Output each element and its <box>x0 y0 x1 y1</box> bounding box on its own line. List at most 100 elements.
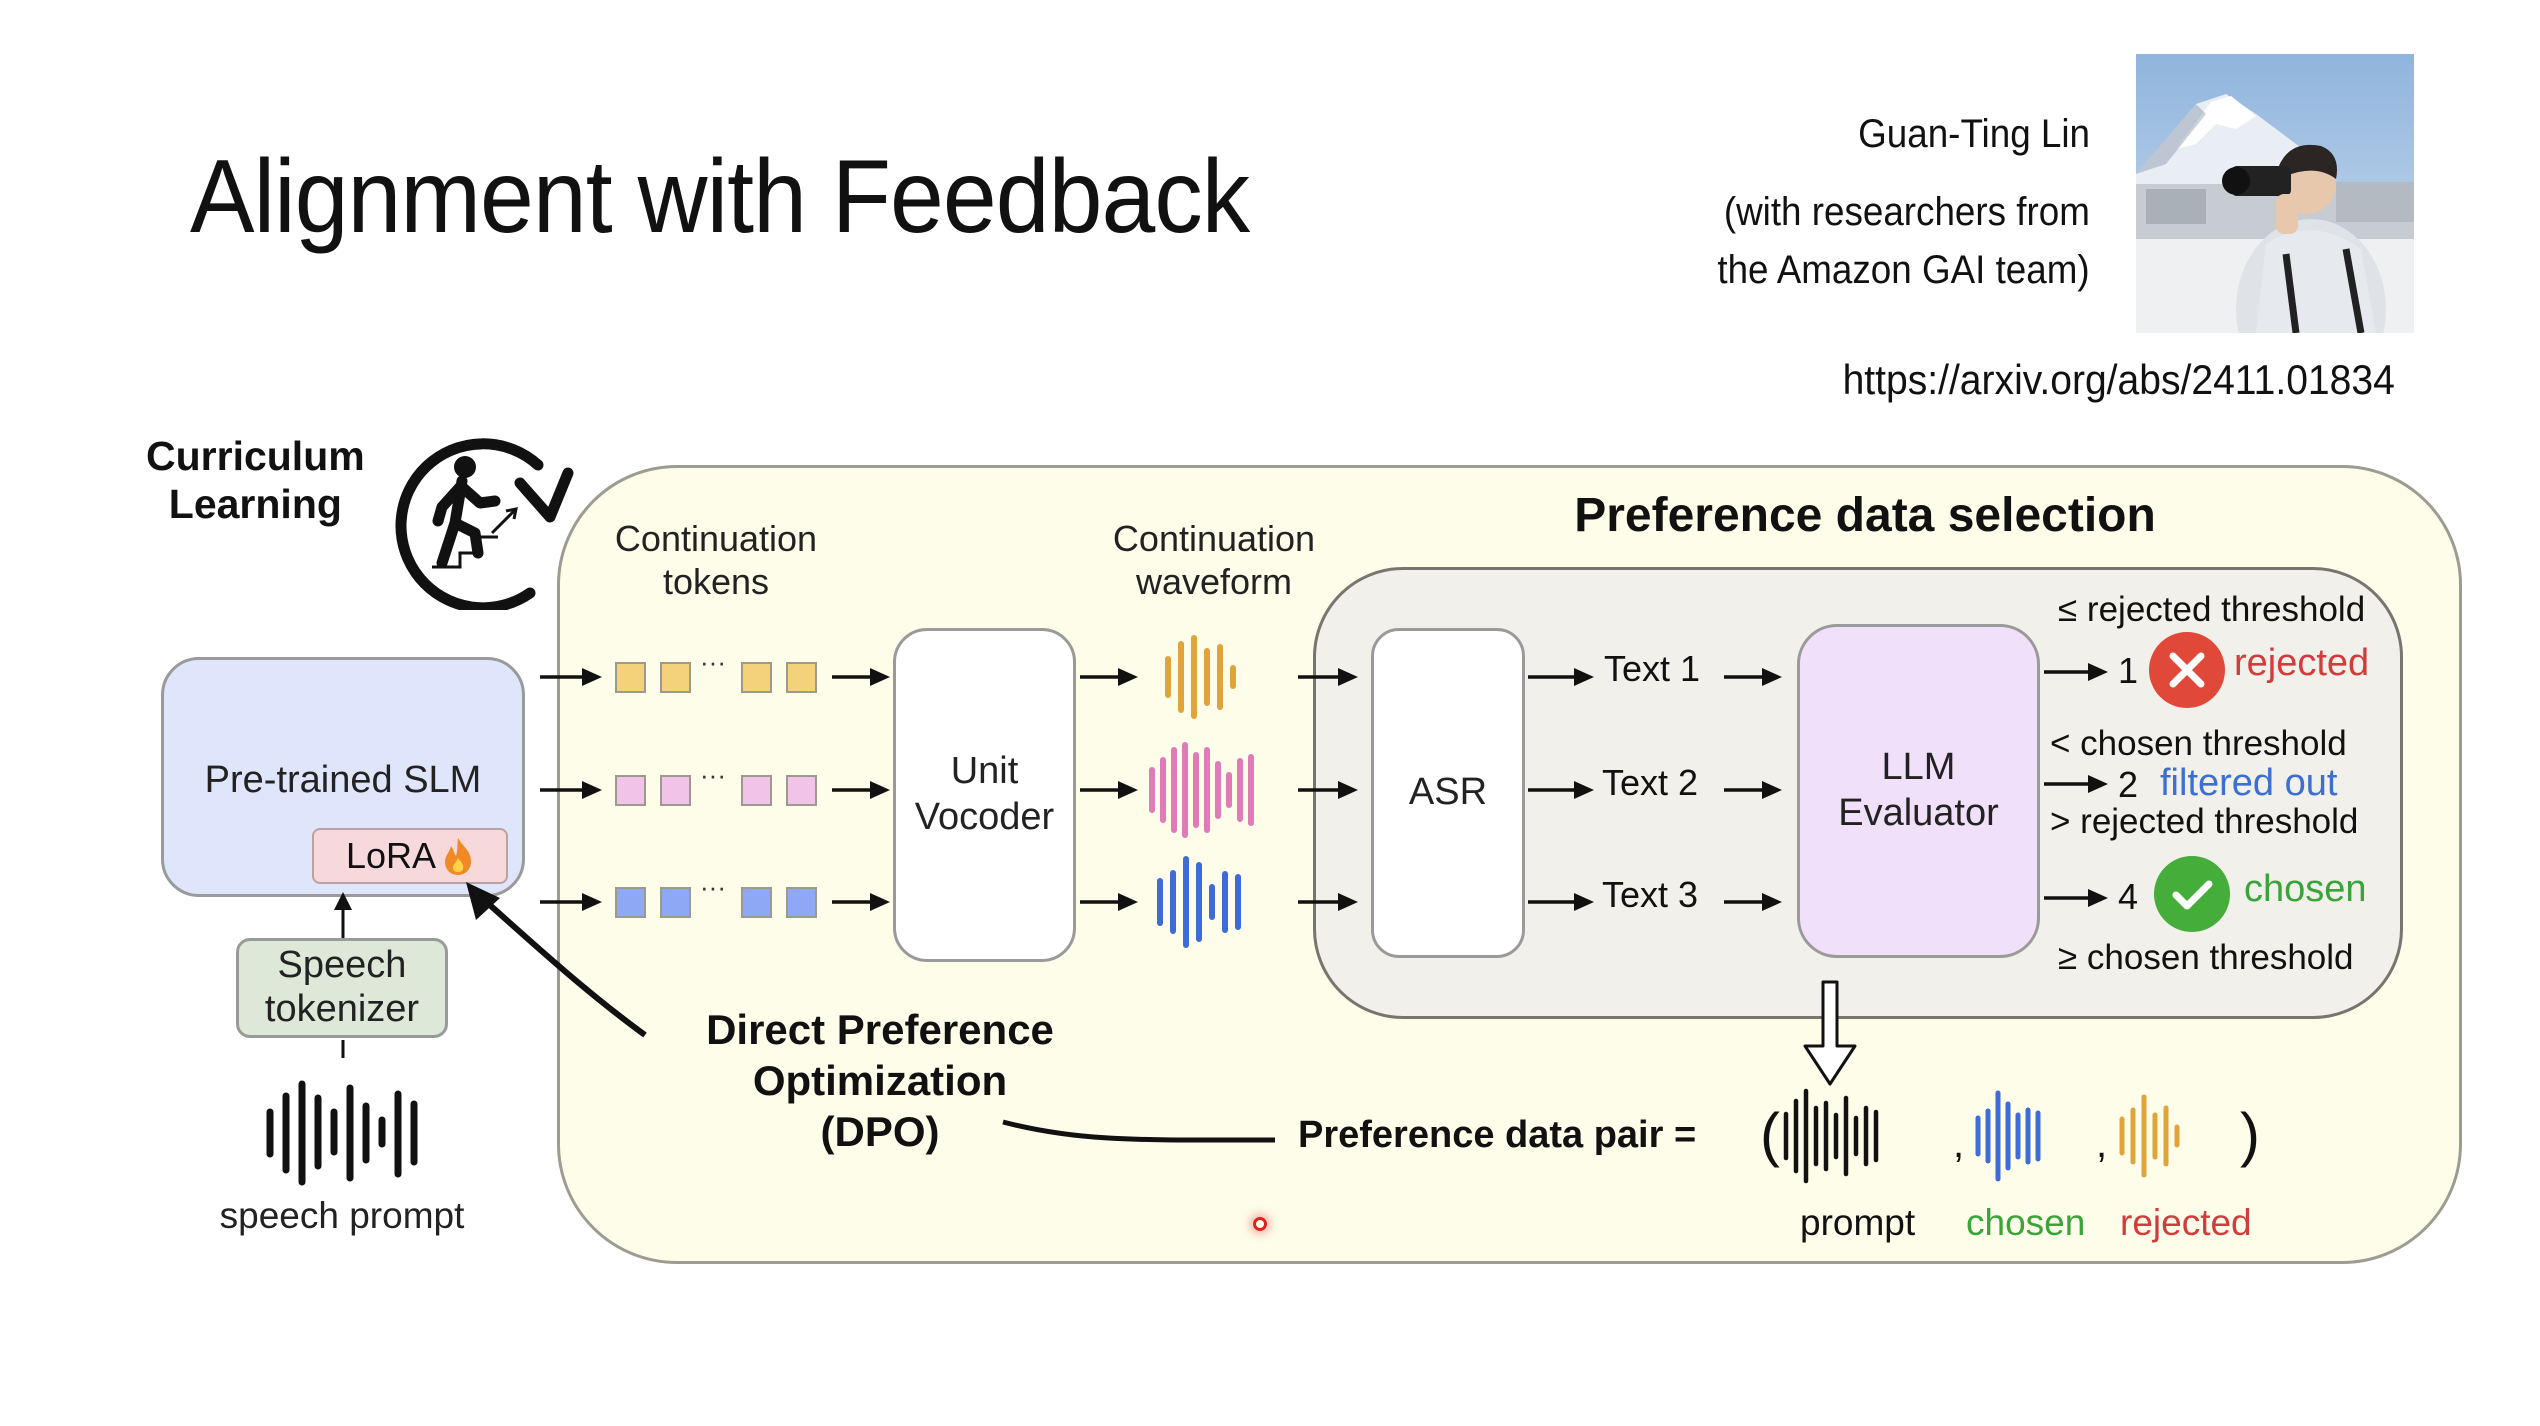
rejected-threshold-gt-label: > rejected threshold <box>2050 802 2359 841</box>
flow-arrow <box>540 781 602 799</box>
llm-line2: Evaluator <box>1838 792 1999 834</box>
preference-selection-title: Preference data selection <box>1574 489 2156 542</box>
chosen-outcome-label: chosen <box>2244 868 2367 910</box>
flow-arrow <box>1298 668 1358 686</box>
text-2-label: Text 2 <box>1602 762 1699 803</box>
continuation-tokens-label: Continuation tokens <box>592 517 840 603</box>
unit-vocoder-box: Unit Vocoder <box>893 628 1076 962</box>
tokenizer-line1: Speech <box>277 944 407 987</box>
flow-arrow <box>1528 893 1594 911</box>
token-square <box>615 887 646 918</box>
score-1-label: 1 <box>2118 650 2139 691</box>
flow-arrow <box>1080 893 1138 911</box>
token-square <box>660 662 691 693</box>
flow-arrow <box>1724 781 1782 799</box>
pair-chosen-label: chosen <box>1966 1202 2086 1243</box>
speech-prompt-label: speech prompt <box>219 1195 465 1236</box>
pair-comma-1: , <box>1953 1122 1965 1166</box>
rejected-outcome-label: rejected <box>2234 642 2370 684</box>
llm-line1: LLM <box>1881 746 1956 789</box>
pair-rejected-waveform-icon <box>2119 1094 2180 1178</box>
blue-waveform-icon <box>1157 856 1241 948</box>
llm-evaluator-box: LLM Evaluator <box>1797 624 2040 958</box>
token-square <box>741 662 772 693</box>
text-1-label: Text 1 <box>1604 648 1701 689</box>
token-ellipsis: ··· <box>700 760 726 790</box>
curriculum-learning-label: Curriculum Learning <box>146 432 365 529</box>
continuation-tokens-line2: tokens <box>662 561 770 603</box>
flow-arrow <box>1080 668 1138 686</box>
token-ellipsis: ··· <box>700 647 726 677</box>
rejected-threshold-le-label: ≤ rejected threshold <box>2058 590 2366 629</box>
curriculum-line1: Curriculum <box>146 433 365 479</box>
paper-url-link[interactable]: https://arxiv.org/abs/2411.01834 <box>1842 356 2395 403</box>
dpo-line3: (DPO) <box>820 1108 940 1156</box>
lora-label: LoRA <box>345 835 437 876</box>
pair-close-paren: ) <box>2240 1101 2260 1168</box>
tokenizer-to-slm-arrows <box>334 892 352 1058</box>
continuation-waveform-line2: waveform <box>1135 561 1293 603</box>
pretrained-slm-label: Pre-trained SLM <box>204 759 482 801</box>
continuation-waveform-label: Continuation waveform <box>1090 517 1338 603</box>
flow-arrow <box>832 668 890 686</box>
pink-waveform-icon <box>1149 742 1254 838</box>
token-square <box>786 775 817 806</box>
flow-arrow <box>1298 781 1358 799</box>
continuation-tokens-line1: Continuation <box>614 518 818 559</box>
score-2-label: 2 <box>2118 764 2139 805</box>
token-square <box>660 775 691 806</box>
vocoder-line1: Unit <box>950 750 1019 793</box>
chosen-threshold-ge-label: ≥ chosen threshold <box>2058 938 2354 977</box>
laser-pointer-cursor <box>1253 1217 1267 1231</box>
pair-rejected-label: rejected <box>2120 1202 2252 1243</box>
preference-pair-label: Preference data pair = <box>1298 1114 1697 1156</box>
token-square <box>786 887 817 918</box>
text-3-label: Text 3 <box>1602 874 1699 915</box>
flow-arrow <box>832 893 890 911</box>
curriculum-line2: Learning <box>168 481 342 528</box>
dpo-arrows <box>466 882 1276 1143</box>
token-ellipsis: ··· <box>700 872 726 902</box>
author-name: Guan-Ting Lin <box>1858 112 2090 156</box>
token-square <box>741 887 772 918</box>
flow-arrow <box>1724 668 1782 686</box>
score-4-label: 4 <box>2118 876 2139 917</box>
flow-arrow <box>1528 668 1594 686</box>
asr-box: ASR <box>1371 628 1525 958</box>
rejected-x-icon <box>2149 632 2225 708</box>
flow-arrow <box>1080 781 1138 799</box>
token-square <box>786 662 817 693</box>
orange-waveform-icon <box>1165 635 1236 719</box>
author-photo-illustration <box>2136 54 2414 333</box>
fire-icon <box>445 838 472 875</box>
pair-chosen-waveform-icon <box>1975 1090 2041 1182</box>
token-square <box>615 662 646 693</box>
author-affiliation-line2: the Amazon GAI team) <box>1717 248 2090 292</box>
token-square <box>741 775 772 806</box>
tokenizer-line2: tokenizer <box>264 988 420 1030</box>
chosen-threshold-lt-label: < chosen threshold <box>2050 724 2347 763</box>
lora-badge: LoRA <box>312 828 508 884</box>
token-square <box>615 775 646 806</box>
continuation-waveform-line1: Continuation <box>1112 518 1316 559</box>
token-square <box>660 887 691 918</box>
pair-comma-2: , <box>2096 1122 2108 1166</box>
asr-label: ASR <box>1408 771 1488 814</box>
flow-arrow <box>2044 663 2108 681</box>
hollow-down-arrow-icon <box>1803 980 1857 1086</box>
author-affiliation-line1: (with researchers from <box>1723 190 2090 234</box>
filtered-out-label: filtered out <box>2160 762 2338 804</box>
chosen-check-icon <box>2154 856 2230 932</box>
pair-open-paren: ( <box>1760 1101 1780 1168</box>
dpo-line2: Optimization <box>752 1057 1008 1105</box>
author-photo <box>2136 54 2414 333</box>
flow-arrow <box>1528 781 1594 799</box>
speech-prompt-waveform-icon <box>266 1080 418 1186</box>
flow-arrow <box>540 893 602 911</box>
speech-tokenizer-box: Speech tokenizer <box>236 938 448 1038</box>
person-climbing-stairs-icon <box>432 456 518 569</box>
dpo-label: Direct Preference Optimization (DPO) <box>660 1004 1100 1158</box>
flow-arrow <box>1724 893 1782 911</box>
